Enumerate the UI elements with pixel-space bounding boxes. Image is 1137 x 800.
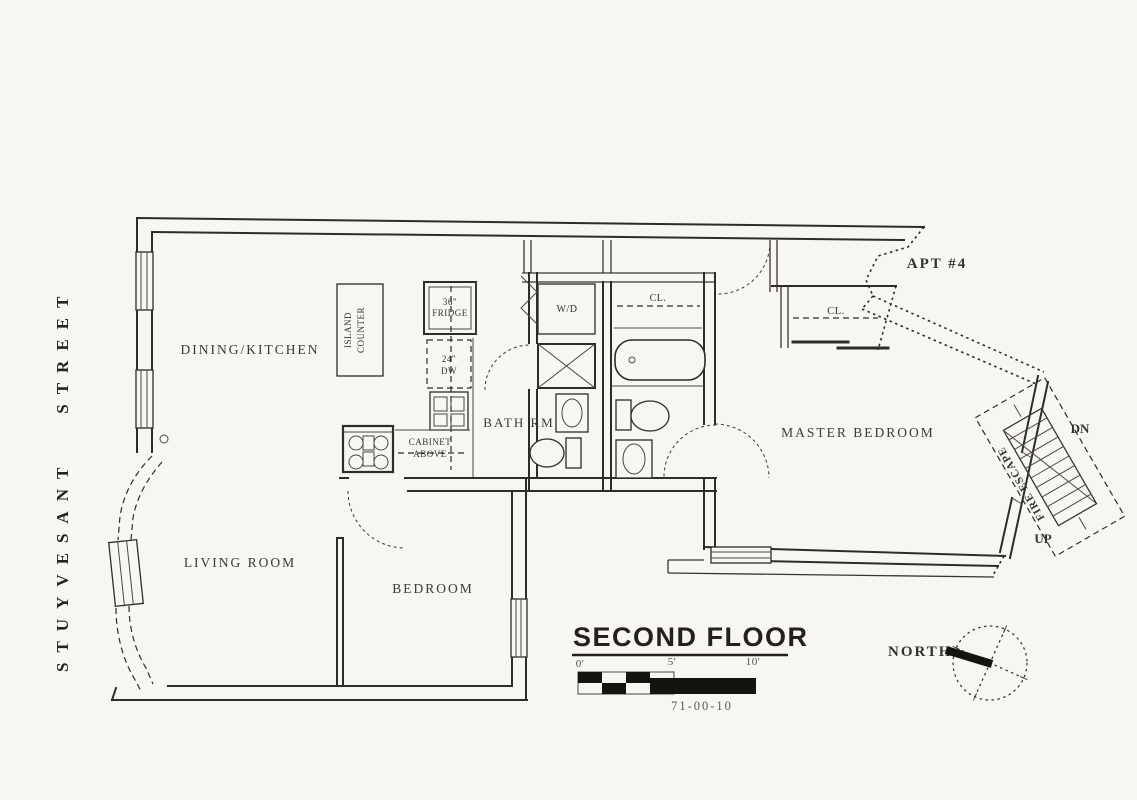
bath-2: CL. [611, 293, 717, 479]
dw-label-2: DW [441, 366, 457, 376]
stove-icon [341, 424, 395, 474]
bedroom-door-arc [347, 490, 406, 549]
master-closet: CL. [771, 285, 897, 351]
column-marker [159, 434, 169, 444]
compass: NORTH [888, 625, 1028, 701]
master-entry-arc [717, 241, 771, 295]
north-label: NORTH [888, 644, 952, 660]
island-label-2: COUNTER [356, 307, 366, 353]
scale-bar: 0' 5' 10' [576, 656, 760, 695]
window-left-lower [135, 369, 154, 429]
cabinet-above-note: CABINET ABOVE [395, 429, 470, 459]
fire-escape-label: FIRE ESCAPE [995, 444, 1047, 522]
bath-walls [339, 240, 717, 492]
apt-label: APT #4 [907, 256, 967, 272]
washer-dryer-closet: W/D [537, 283, 596, 335]
drawing-number: 71-00-10 [671, 699, 733, 713]
sheet-title: SECOND FLOOR [573, 622, 809, 652]
room-label-bath: BATH RM [483, 415, 554, 430]
scale-tick-5: 5' [668, 656, 676, 668]
shower [537, 343, 596, 389]
master-door-arc [714, 423, 770, 479]
window-bay [108, 538, 144, 608]
wd-label: W/D [557, 304, 578, 315]
closet-master-label: CL. [827, 306, 845, 317]
room-label-bedroom: BEDROOM [392, 581, 474, 596]
fridge-label-2: FRIDGE [432, 308, 468, 318]
bath-closet: CL. [614, 293, 702, 329]
scale-tick-0: 0' [576, 658, 584, 670]
north-arrow [944, 646, 994, 668]
window-master [710, 546, 772, 564]
bedroom-living: LIVING ROOM BEDROOM [184, 477, 528, 701]
street-label: STUYVESANT STREET [53, 287, 72, 672]
bathtub [614, 339, 706, 381]
room-label-dining-kitchen: DINING/KITCHEN [181, 342, 320, 357]
dishwasher: 24" DW [426, 339, 472, 389]
scale-tick-10: 10' [746, 656, 760, 668]
bath1-toilet [529, 437, 582, 469]
bath2-door-arc [663, 424, 717, 478]
bath2-toilet [615, 399, 670, 432]
room-label-living: LIVING ROOM [184, 555, 296, 570]
bath-1: W/D BATH RM [483, 275, 596, 469]
bifold-door [520, 275, 538, 325]
fire-escape-dn-label: DN [1071, 421, 1090, 436]
bath-door-arc [484, 344, 531, 391]
fridge: 36" FRIDGE [423, 281, 477, 335]
dw-label-1: 24" [442, 354, 456, 364]
island-label-1: ISLAND [343, 312, 353, 348]
window-bedroom [510, 598, 528, 658]
bath2-sink [615, 439, 653, 479]
island-counter [336, 283, 384, 377]
title-block: SECOND FLOOR 0' 5' 10' 71-00-10 [572, 622, 809, 713]
kitchen-sink [429, 391, 469, 431]
window-left-upper [135, 251, 154, 311]
fire-escape-up-label: UP [1034, 531, 1051, 546]
master-bedroom: MASTER BEDROOM CL. [667, 240, 1050, 578]
kitchen: DINING/KITCHEN ISLAND COUNTER 36" FRIDGE… [181, 281, 531, 477]
cabinet-label-1: CABINET [409, 437, 452, 447]
room-label-master: MASTER BEDROOM [781, 425, 935, 440]
closet-bath-label: CL. [650, 293, 667, 304]
fridge-label-1: 36" [443, 297, 457, 307]
building-shell [108, 216, 1045, 702]
fire-escape: FIRE ESCAPE DN UP [974, 376, 1126, 558]
cabinet-label-2: ABOVE [413, 449, 447, 459]
bath1-sink [555, 393, 589, 433]
